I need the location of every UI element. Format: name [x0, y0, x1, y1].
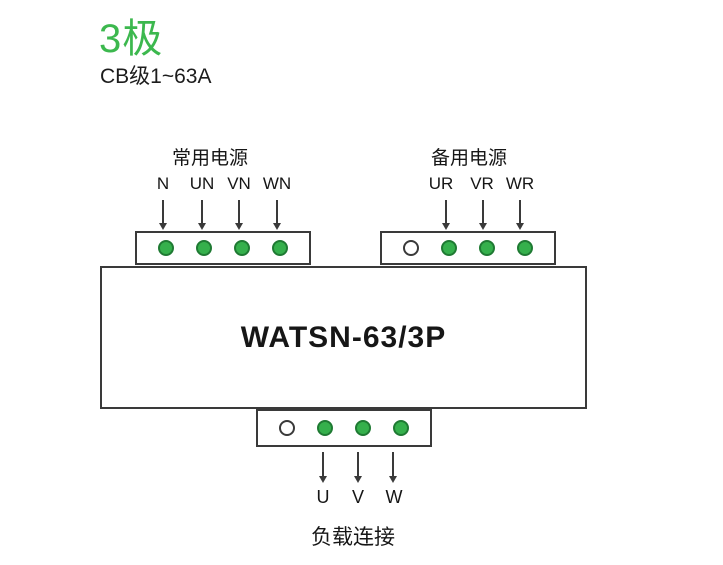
terminal-label-wr: WR	[505, 174, 535, 193]
terminal-dot-wn	[272, 240, 288, 256]
terminal-label-w: W	[385, 487, 403, 507]
down-arrow-wr	[516, 200, 524, 230]
load-connection-label: 负载连接	[311, 526, 395, 549]
terminal-label-wn: WN	[262, 174, 292, 193]
down-arrow-un	[198, 200, 206, 230]
terminal-dot-u	[317, 420, 333, 436]
page-subtitle: CB级1~63A	[100, 65, 212, 88]
terminal-dot-empty-load	[279, 420, 295, 436]
page-title: 3极	[99, 17, 164, 61]
terminal-dot-w	[393, 420, 409, 436]
down-arrow-vn	[235, 200, 243, 230]
terminal-dot-v	[355, 420, 371, 436]
terminal-label-v: V	[351, 487, 365, 507]
terminal-dot-empty-backup	[403, 240, 419, 256]
down-arrow-v	[354, 452, 362, 483]
terminal-dot-vr	[479, 240, 495, 256]
down-arrow-u	[319, 452, 327, 483]
down-arrow-n	[159, 200, 167, 230]
down-arrow-vr	[479, 200, 487, 230]
device-body: WATSN-63/3P	[100, 266, 587, 409]
backup-terminal-block	[380, 231, 556, 265]
terminal-label-vr: VR	[470, 174, 494, 193]
normal-terminal-block	[135, 231, 311, 265]
down-arrow-ur	[442, 200, 450, 230]
terminal-label-vn: VN	[227, 174, 251, 193]
terminal-dot-un	[196, 240, 212, 256]
terminal-dot-ur	[441, 240, 457, 256]
terminal-label-un: UN	[189, 174, 215, 193]
terminal-dot-vn	[234, 240, 250, 256]
terminal-label-ur: UR	[428, 174, 454, 193]
terminal-label-n: N	[156, 174, 170, 193]
load-terminal-block	[256, 409, 432, 447]
down-arrow-wn	[273, 200, 281, 230]
terminal-dot-n	[158, 240, 174, 256]
terminal-label-u: U	[316, 487, 330, 507]
normal-power-label: 常用电源	[171, 148, 249, 169]
down-arrow-w	[389, 452, 397, 483]
terminal-dot-wr	[517, 240, 533, 256]
device-model: WATSN-63/3P	[240, 320, 447, 354]
backup-power-label: 备用电源	[430, 148, 508, 169]
